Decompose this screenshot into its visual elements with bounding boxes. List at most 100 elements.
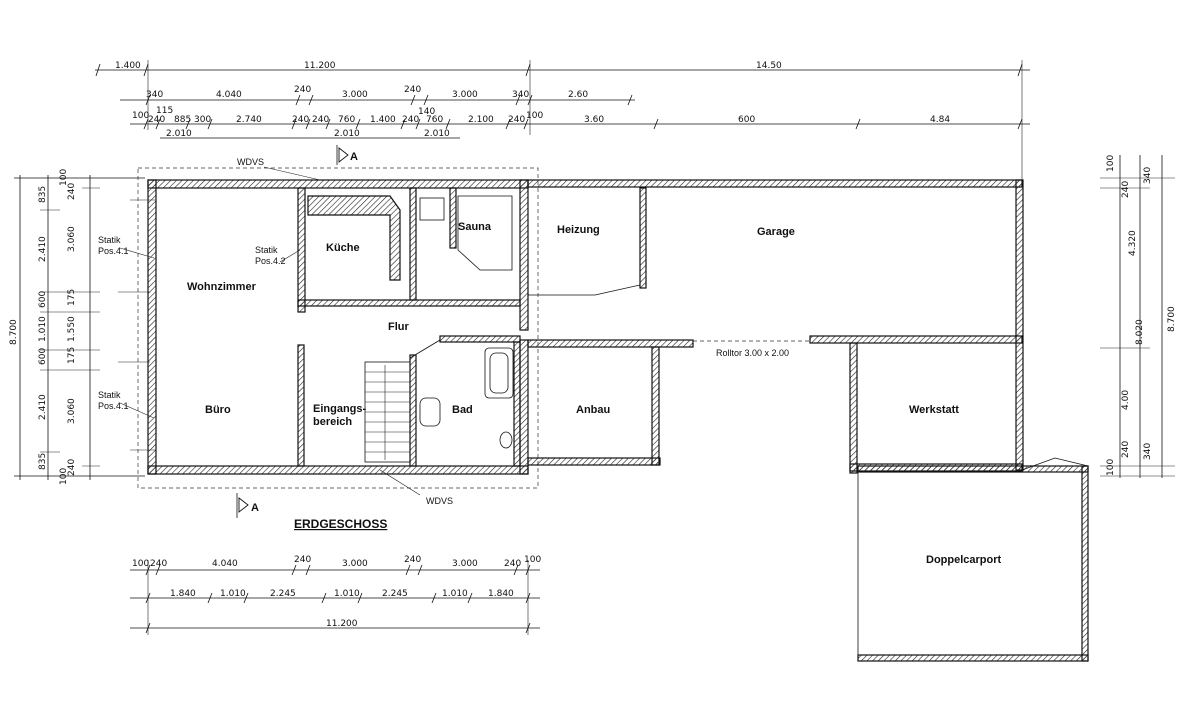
dim-label: 100	[132, 559, 149, 569]
dim-label: 2.245	[270, 589, 296, 599]
dim-label: 240	[402, 115, 419, 125]
left-dimension-chains	[14, 175, 150, 480]
stair-steps	[365, 365, 410, 460]
dim-label: 4.00	[1121, 390, 1131, 410]
dim-label: 240	[504, 559, 521, 569]
dim-label: 885	[174, 115, 191, 125]
annotations: WDVS WDVS Statik Pos.4.1 Statik Pos.4.2 …	[98, 157, 789, 506]
statik-note: Statik	[98, 235, 121, 245]
dim-label: 300	[194, 115, 211, 125]
dim-label: 600	[738, 115, 755, 125]
dim-label: 3.000	[452, 559, 478, 569]
room-label-garage: Garage	[757, 226, 795, 238]
dim-label: 240	[150, 559, 167, 569]
dim-label: 4.040	[212, 559, 238, 569]
dim-label: 100	[132, 111, 149, 121]
dim-label: 600	[38, 291, 48, 308]
top-dimension-labels: 1.400 11.200 14.50 340 4.040 240 3.000 2…	[115, 61, 950, 163]
section-marker-top: A	[350, 151, 358, 163]
dim-label: 2.410	[38, 236, 48, 262]
dim-label: 100	[526, 111, 543, 121]
section-marker-bottom: A	[236, 493, 259, 518]
dim-label: 240	[67, 459, 77, 476]
statik-note: Statik	[255, 245, 278, 255]
dim-label: 4.84	[930, 115, 950, 125]
dim-label: 600	[38, 348, 48, 365]
room-label-wohnzimmer: Wohnzimmer	[187, 281, 257, 293]
dim-label: 175	[67, 347, 77, 364]
dim-label: 3.060	[67, 226, 77, 252]
dim-label: 1.840	[488, 589, 514, 599]
room-label-heizung: Heizung	[557, 224, 600, 236]
dim-label: 1.400	[115, 61, 141, 71]
leader-lines	[119, 166, 421, 496]
dim-label: 1.840	[170, 589, 196, 599]
dim-label: 240	[148, 115, 165, 125]
dim-label: 8.020	[1135, 319, 1145, 345]
dim-label: 760	[426, 115, 443, 125]
dim-label: 340	[146, 90, 163, 100]
room-label-sauna: Sauna	[458, 221, 492, 233]
wdvs-note: WDVS	[426, 496, 453, 506]
building-walls	[130, 167, 1089, 662]
dim-label: 115	[156, 106, 173, 116]
dim-label: 3.60	[584, 115, 604, 125]
dim-label: 100	[59, 468, 69, 485]
dim-label: 240	[508, 115, 525, 125]
dim-label: 1.010	[38, 316, 48, 342]
dim-label: 835	[38, 453, 48, 470]
dim-label: 340	[1143, 443, 1153, 460]
room-label-kueche: Küche	[326, 242, 360, 254]
dim-label: 3.000	[342, 559, 368, 569]
right-dimension-labels: 100 240 340 4.320 8.020 8.700 4.00 240 3…	[1106, 155, 1177, 476]
dim-label: 2.100	[468, 115, 494, 125]
dim-label: 1.400	[370, 115, 396, 125]
room-label-bad: Bad	[452, 404, 473, 416]
section-marker-label: A	[251, 502, 259, 514]
room-labels: Wohnzimmer Küche Sauna Heizung Garage Fl…	[187, 221, 1002, 566]
room-label-anbau: Anbau	[576, 404, 610, 416]
dim-label: 340	[512, 90, 529, 100]
dim-label: 340	[1143, 167, 1153, 184]
room-label-werkstatt: Werkstatt	[909, 404, 959, 416]
dim-label: 2.740	[236, 115, 262, 125]
room-label-flur: Flur	[388, 321, 409, 333]
dim-label: 3.000	[452, 90, 478, 100]
dim-label: 240	[67, 183, 77, 200]
dim-label: 2.010	[166, 129, 192, 139]
dim-label: 240	[404, 85, 421, 95]
dim-label: 240	[294, 85, 311, 95]
dim-label: 1.010	[442, 589, 468, 599]
dim-label: 2.410	[38, 394, 48, 420]
room-label-eingang: bereich	[313, 416, 352, 428]
dim-label: 3.000	[342, 90, 368, 100]
dim-label: 2.60	[568, 90, 588, 100]
dim-label: 14.50	[756, 61, 782, 71]
wdvs-note: WDVS	[237, 157, 264, 167]
dim-label: 4.040	[216, 90, 242, 100]
dim-label: 4.320	[1128, 230, 1138, 256]
right-dimension-chains	[1100, 155, 1175, 478]
statik-note: Statik	[98, 390, 121, 400]
room-label-doppelcarport: Doppelcarport	[926, 554, 1002, 566]
dim-label: 240	[1121, 181, 1131, 198]
room-label-buero: Büro	[205, 404, 231, 416]
bottom-dimension-labels: 100 240 4.040 240 3.000 240 3.000 240 10…	[132, 555, 541, 629]
statik-note: Pos.4.2	[255, 256, 286, 266]
dim-label: 2.245	[382, 589, 408, 599]
dim-label: 240	[312, 115, 329, 125]
statik-note: Pos.4.1	[98, 401, 129, 411]
top-dimension-chains	[95, 60, 1030, 180]
dim-label: 2.010	[424, 129, 450, 139]
room-label-eingang: Eingangs-	[313, 403, 367, 415]
dim-label: 1.010	[220, 589, 246, 599]
dim-label: 11.200	[304, 61, 336, 71]
dim-label: 2.010	[334, 129, 360, 139]
left-dimension-labels: 8.700 835 2.410 600 1.010 600 2.410 835 …	[9, 169, 77, 485]
dim-label: 140	[418, 107, 435, 117]
dim-label: 1.550	[67, 316, 77, 342]
statik-note: Pos.4.1	[98, 246, 129, 256]
dim-label: 100	[524, 555, 541, 565]
dim-label: 3.060	[67, 398, 77, 424]
